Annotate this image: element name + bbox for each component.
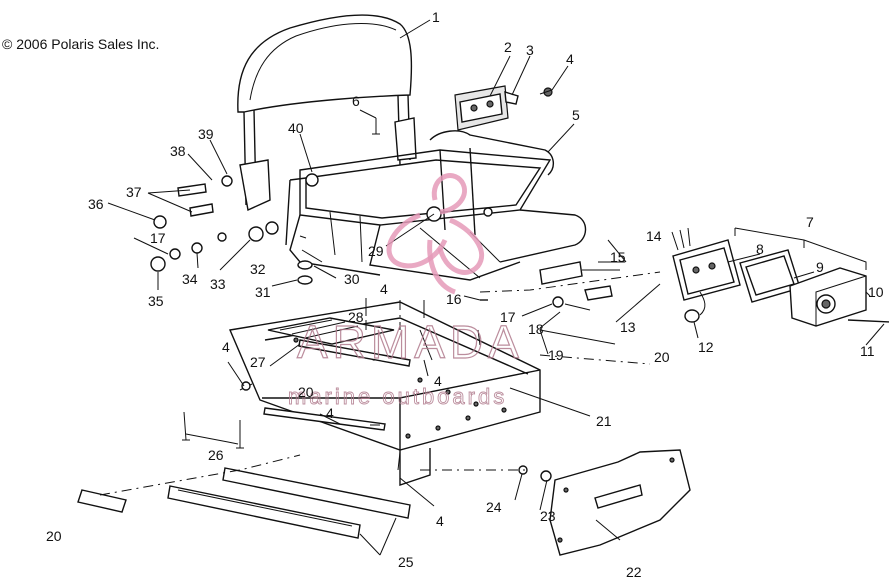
part-label: 20 <box>298 384 314 400</box>
part-label: 7 <box>806 214 814 230</box>
fasteners-part <box>150 118 552 482</box>
part-label: 4 <box>380 281 388 297</box>
part-label: 4 <box>566 51 574 67</box>
part-label: 4 <box>436 513 444 529</box>
part-label: 39 <box>198 126 214 142</box>
part-label: 2 <box>504 39 512 55</box>
part-label: 13 <box>620 319 636 335</box>
part-label: 8 <box>756 241 764 257</box>
part-label: 25 <box>398 554 414 570</box>
watermark-logo-icon <box>386 173 485 295</box>
part-label: 15 <box>610 249 626 265</box>
copyright-notice: © 2006 Polaris Sales Inc. <box>2 36 160 52</box>
part-label: 17 <box>500 309 516 325</box>
part-label: 24 <box>486 499 502 515</box>
part-label: 30 <box>344 271 360 287</box>
part-label: 12 <box>698 339 714 355</box>
part-label: 32 <box>250 261 266 277</box>
part-label: 4 <box>222 339 230 355</box>
watermark: ARMADA marine outboards <box>288 173 524 409</box>
part-label: 29 <box>368 243 384 259</box>
part-label: 26 <box>208 447 224 463</box>
rails-part <box>77 339 411 539</box>
part-label: 40 <box>288 120 304 136</box>
watermark-brand: ARMADA <box>297 316 524 368</box>
part-label: 23 <box>540 508 556 524</box>
part-labels: 1 2 3 4 5 6 7 8 9 10 11 12 13 14 15 16 1… <box>46 9 884 580</box>
part-label: 4 <box>434 373 442 389</box>
part-label: 36 <box>88 196 104 212</box>
part-label: 4 <box>326 405 334 421</box>
part-label: 10 <box>868 284 884 300</box>
part-label: 22 <box>626 564 642 577</box>
rack-frame-part <box>285 130 587 281</box>
part-label: 35 <box>148 293 164 309</box>
part-label: 19 <box>548 347 564 363</box>
part-label: 28 <box>348 309 364 325</box>
part-label: 31 <box>255 284 271 300</box>
part-label: 16 <box>446 291 462 307</box>
part-label: 18 <box>528 321 544 337</box>
hitch-bracket-part <box>480 261 625 311</box>
watermark-tagline: marine outboards <box>288 384 507 409</box>
part-label: 5 <box>572 107 580 123</box>
part-label: 27 <box>250 354 266 370</box>
part-label: 11 <box>860 343 875 359</box>
mounting-bracket-part <box>454 85 553 131</box>
part-label: 3 <box>526 42 534 58</box>
leader-lines <box>99 19 885 556</box>
part-label: 21 <box>596 413 612 429</box>
part-label: 33 <box>210 276 226 292</box>
part-label: 38 <box>170 143 186 159</box>
license-plate-part <box>549 449 691 556</box>
backrest-part <box>237 14 417 212</box>
part-label: 34 <box>182 271 198 287</box>
part-label: 9 <box>816 259 824 275</box>
part-label: 14 <box>646 228 662 244</box>
part-label: 37 <box>126 184 142 200</box>
part-label: 20 <box>46 528 62 544</box>
part-label: 17 <box>150 230 166 246</box>
part-label: 1 <box>432 9 440 25</box>
tail-light-part <box>671 227 889 327</box>
part-label: 6 <box>352 93 360 109</box>
part-label: 20 <box>654 349 670 365</box>
